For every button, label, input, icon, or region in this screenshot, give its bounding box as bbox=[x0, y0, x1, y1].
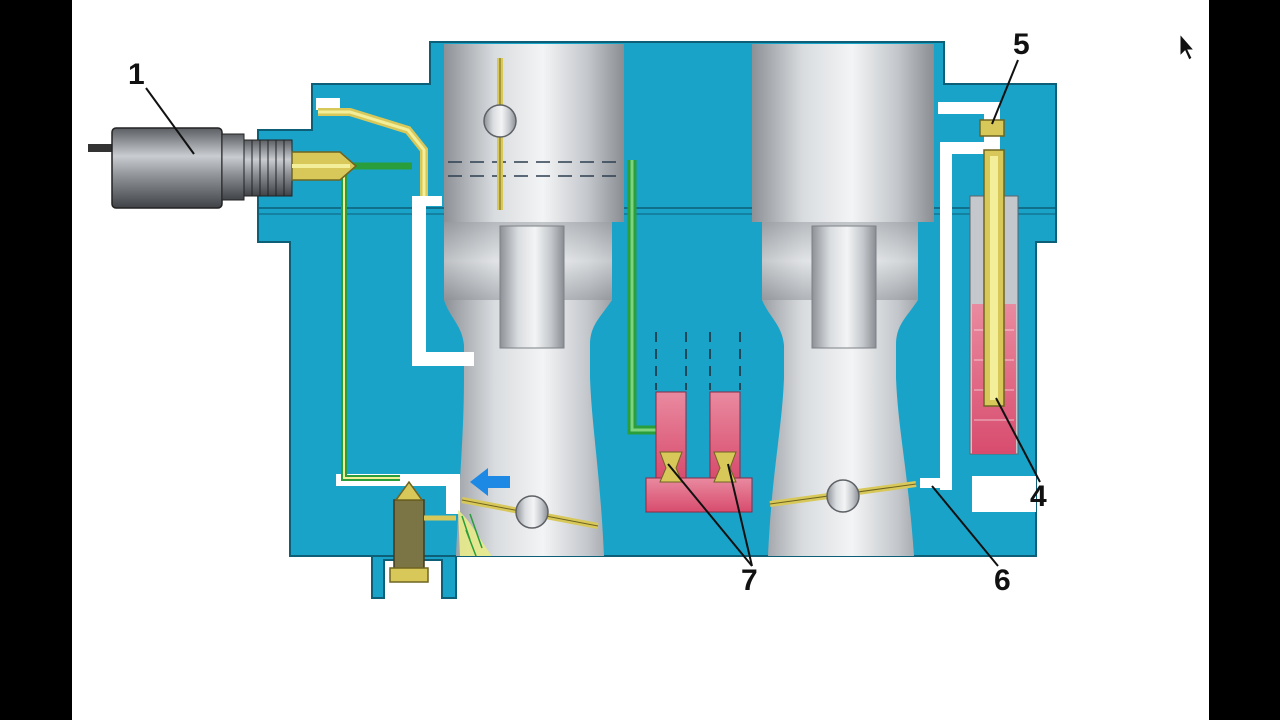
callout-1: 1 bbox=[128, 58, 145, 91]
callout-5: 5 bbox=[1013, 28, 1030, 61]
carburetor-body bbox=[257, 41, 1057, 599]
callout-4: 4 bbox=[1030, 480, 1047, 513]
air-flow-arrow-icon bbox=[470, 468, 510, 496]
idle-fuel-channel bbox=[300, 108, 660, 481]
primary-throttle-axle bbox=[515, 495, 549, 529]
secondary-chamber bbox=[752, 44, 934, 556]
mouse-cursor-icon bbox=[1179, 32, 1196, 61]
idle-solenoid-valve bbox=[88, 127, 358, 209]
idle-mixture-screw bbox=[389, 480, 456, 583]
choke-axle bbox=[483, 104, 517, 138]
float-chamber bbox=[969, 119, 1019, 455]
emulsion-spray bbox=[458, 510, 492, 557]
callout-7: 7 bbox=[741, 564, 758, 597]
secondary-throttle-axle bbox=[826, 479, 860, 513]
callout-6: 6 bbox=[994, 564, 1011, 597]
air-jet bbox=[979, 119, 1005, 137]
callout-leaders bbox=[145, 59, 1041, 567]
primary-chamber bbox=[444, 44, 624, 556]
